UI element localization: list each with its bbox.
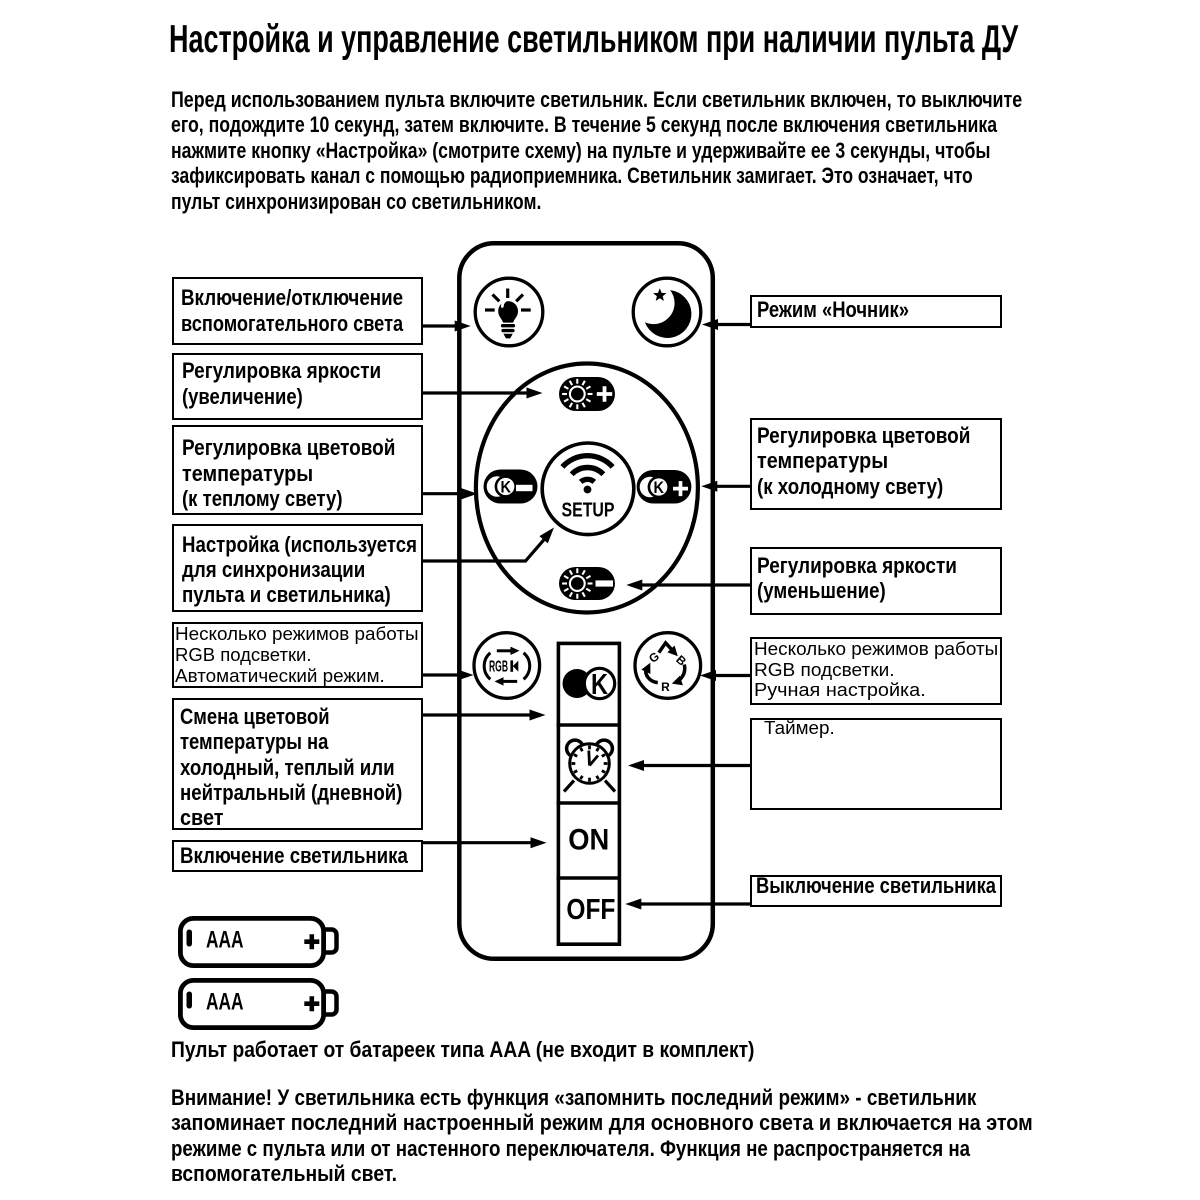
svg-text:K: K — [654, 478, 665, 497]
svg-text:K: K — [591, 669, 608, 701]
svg-text:AAA: AAA — [206, 927, 244, 954]
svg-text:K: K — [501, 478, 512, 497]
svg-text:AAA: AAA — [206, 989, 244, 1016]
svg-text:OFF: OFF — [566, 894, 615, 926]
svg-text:RGB: RGB — [489, 659, 508, 676]
svg-text:R: R — [661, 680, 670, 694]
svg-text:SETUP: SETUP — [562, 498, 615, 521]
svg-text:ON: ON — [568, 824, 609, 857]
